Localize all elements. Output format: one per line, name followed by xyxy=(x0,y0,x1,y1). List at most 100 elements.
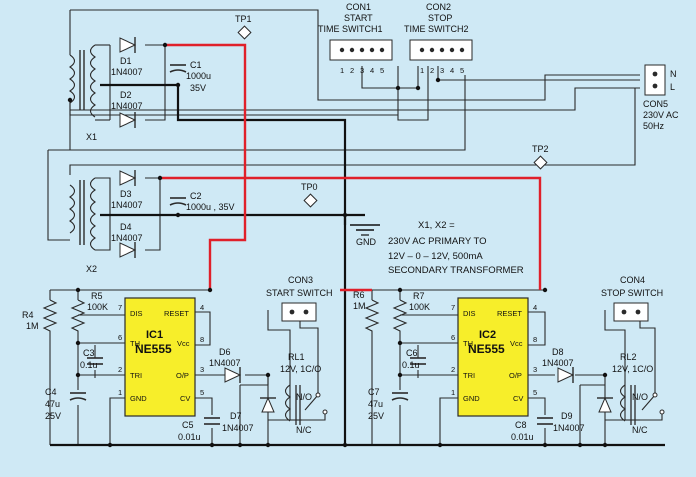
label-r4: R4 xyxy=(22,310,34,320)
transformer-x1 xyxy=(69,44,96,118)
label-c2: C2 xyxy=(190,191,202,201)
ground-symbol xyxy=(350,224,380,236)
label-con4: CON4 xyxy=(620,275,645,285)
connector-con5 xyxy=(644,64,666,96)
label-rl2-no: N/O xyxy=(632,392,648,402)
transformer-x2 xyxy=(69,177,96,251)
resistor-r5 xyxy=(70,299,86,335)
label-con5: CON5 xyxy=(643,99,668,109)
ic1-pinnum-1: 1 xyxy=(118,388,122,397)
ic2-pinnum-2: 2 xyxy=(451,365,455,374)
con1-pin-1: 1 xyxy=(340,66,344,75)
label-d6-part: 1N4007 xyxy=(209,358,241,368)
label-c4: C4 xyxy=(45,387,57,397)
label-con5-n: N xyxy=(670,69,677,79)
ic1-pinnum-2: 2 xyxy=(118,365,122,374)
label-con3-name: START SWITCH xyxy=(266,288,333,298)
note-line-1: X1, X2 = xyxy=(418,220,455,231)
label-rl2-spec: 12V, 1C/O xyxy=(612,364,653,374)
label-c6-value: 0.1u xyxy=(402,360,420,370)
diode-d9 xyxy=(597,396,613,413)
capacitor-c4 xyxy=(69,392,87,401)
resistor-r7 xyxy=(392,299,408,335)
label-d4-part: 1N4007 xyxy=(111,233,143,243)
resistor-r6 xyxy=(364,299,380,335)
label-d7: D7 xyxy=(230,411,242,421)
diode-d6 xyxy=(224,367,242,383)
label-c7-volt: 25V xyxy=(368,411,384,421)
note-line-3: 12V – 0 – 12V, 500mA xyxy=(388,251,483,262)
label-d1-part: 1N4007 xyxy=(111,67,143,77)
label-x2: X2 xyxy=(86,264,97,274)
capacitor-c1 xyxy=(169,64,187,73)
label-r5: R5 xyxy=(91,291,103,301)
label-d9-part: 1N4007 xyxy=(553,423,585,433)
capacitor-c7 xyxy=(391,392,409,401)
label-c8-value: 0.01u xyxy=(511,432,534,442)
label-tp2: TP2 xyxy=(532,144,549,154)
label-d7-part: 1N4007 xyxy=(222,423,254,433)
label-con2-stop: STOP xyxy=(428,13,452,23)
label-c1: C1 xyxy=(190,60,202,70)
label-con1: CON1 xyxy=(346,2,371,12)
capacitor-c2 xyxy=(169,197,187,206)
note-line-2: 230V AC PRIMARY TO xyxy=(388,236,487,247)
ic2-pinnum-8: 8 xyxy=(533,335,537,344)
diode-d4 xyxy=(119,242,137,258)
ic2-pin-op: O/P xyxy=(509,371,522,380)
label-d2-part: 1N4007 xyxy=(111,101,143,111)
diode-d8 xyxy=(557,367,575,383)
ic1-pin-vcc: Vcc xyxy=(177,339,190,348)
ic2-name: IC2 xyxy=(479,329,496,341)
label-r4-value: 1M xyxy=(26,321,39,331)
con1-pin-4: 4 xyxy=(370,66,374,75)
con1-pin-3: 3 xyxy=(360,66,364,75)
label-con5-freq: 50Hz xyxy=(643,121,665,131)
con1-pin-2: 2 xyxy=(350,66,354,75)
label-c5-value: 0.01u xyxy=(178,432,201,442)
label-con3: CON3 xyxy=(288,275,313,285)
ic1-pin-op: O/P xyxy=(176,371,189,380)
label-c8: C8 xyxy=(515,420,527,430)
capacitor-c3 xyxy=(87,357,103,365)
ic1-pin-gnd: GND xyxy=(130,394,147,403)
label-tp0: TP0 xyxy=(301,182,318,192)
ic1-pinnum-3: 3 xyxy=(200,365,204,374)
label-d3-part: 1N4007 xyxy=(111,200,143,210)
label-c6: C6 xyxy=(406,348,418,358)
con2-pin-5: 5 xyxy=(460,66,464,75)
test-point-tp1 xyxy=(237,25,252,40)
label-r6-value: 1M xyxy=(353,301,366,311)
ic2-pin-tri: TRI xyxy=(463,371,475,380)
label-c3-value: 0.1u xyxy=(80,360,98,370)
diode-d1 xyxy=(119,37,137,53)
ic1-pinnum-6: 6 xyxy=(118,333,122,342)
label-c2-value: 1000u , 35V xyxy=(186,202,235,212)
label-rl1-no: N/O xyxy=(296,392,312,402)
label-rl2: RL2 xyxy=(620,352,637,362)
label-c1-value: 1000u xyxy=(186,71,211,81)
ground-bus xyxy=(50,83,665,447)
label-rl1-spec: 12V, 1C/O xyxy=(280,364,321,374)
label-r5-value: 100K xyxy=(87,302,108,312)
label-d8-part: 1N4007 xyxy=(542,358,574,368)
con2-pin-1: 1 xyxy=(420,66,424,75)
con2-pin-2: 2 xyxy=(430,66,434,75)
ic2-pin-cv: CV xyxy=(513,394,523,403)
ic1-pin-reset: RESET xyxy=(164,309,189,318)
junctions xyxy=(67,42,608,448)
ic1-pinnum-4: 4 xyxy=(200,303,204,312)
ic1-body xyxy=(124,297,196,417)
label-rl1: RL1 xyxy=(288,352,305,362)
label-c7-value: 47u xyxy=(368,399,383,409)
ic1-pinnum-5: 5 xyxy=(200,388,204,397)
ic2-pinnum-1: 1 xyxy=(451,388,455,397)
ic2-pin-dis: DIS xyxy=(463,309,476,318)
capacitor-c6 xyxy=(410,357,426,365)
label-con4-name: STOP SWITCH xyxy=(601,288,663,298)
ic2-body xyxy=(457,297,529,417)
label-d8: D8 xyxy=(552,347,564,357)
test-point-tp0 xyxy=(303,193,318,208)
ic2-pin-th: TH xyxy=(463,339,473,348)
